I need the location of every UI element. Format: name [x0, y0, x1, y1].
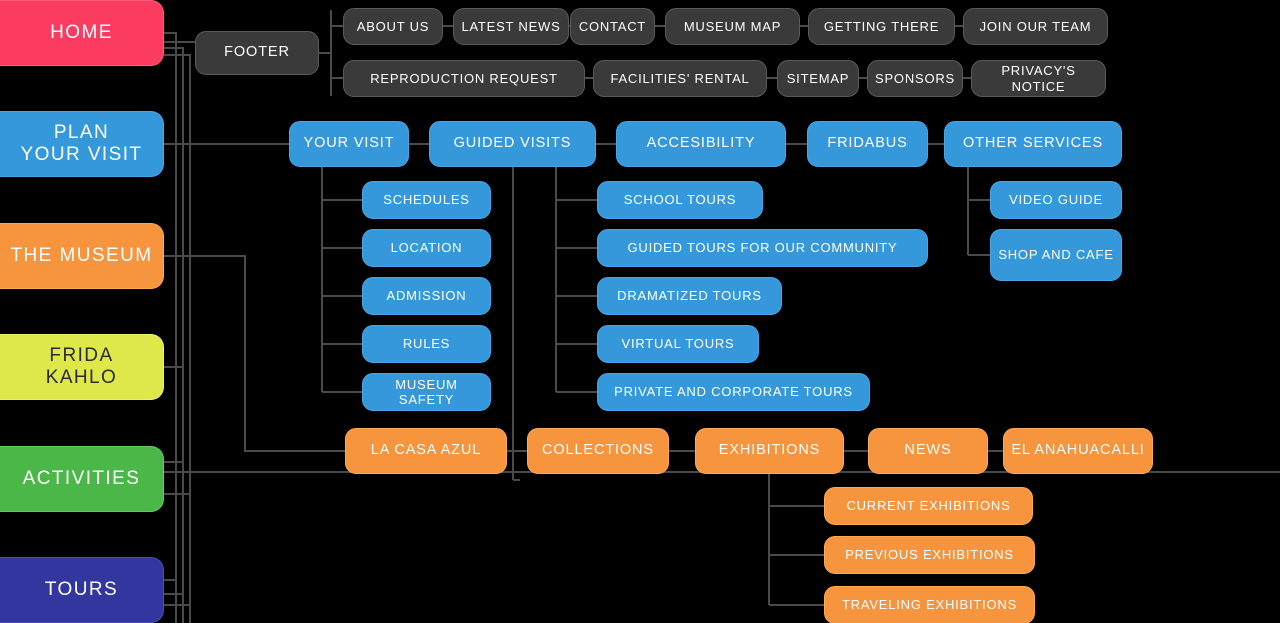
node-location[interactable]: LOCATION: [362, 229, 491, 267]
node-schedules[interactable]: SCHEDULES: [362, 181, 491, 219]
node-rules[interactable]: RULES: [362, 325, 491, 363]
node-sponsors[interactable]: SPONSORS: [867, 60, 963, 97]
node-home[interactable]: HOME: [0, 0, 164, 66]
node-traveling-exhibitions[interactable]: TRAVELING EXHIBITIONS: [824, 586, 1035, 623]
node-latest-news[interactable]: LATEST NEWS: [453, 8, 569, 45]
node-fridabus[interactable]: FRIDABUS: [807, 121, 928, 167]
node-guided-tours-for-our-community[interactable]: GUIDED TOURS FOR OUR COMMUNITY: [597, 229, 928, 267]
node-about-us[interactable]: ABOUT US: [343, 8, 443, 45]
node-getting-there[interactable]: GETTING THERE: [808, 8, 955, 45]
node-shop-and-cafe[interactable]: SHOP AND CAFE: [990, 229, 1122, 281]
node-exhibitions[interactable]: EXHIBITIONS: [695, 428, 844, 474]
node-other-services[interactable]: OTHER SERVICES: [944, 121, 1122, 167]
node-plan-your-visit[interactable]: PLAN YOUR VISIT: [0, 111, 164, 177]
node-your-visit[interactable]: YOUR VISIT: [289, 121, 409, 167]
node-frida-kahlo[interactable]: FRIDA KAHLO: [0, 334, 164, 400]
node-previous-exhibitions[interactable]: PREVIOUS EXHIBITIONS: [824, 536, 1035, 574]
node-collections[interactable]: COLLECTIONS: [527, 428, 669, 474]
node-facilities-rental[interactable]: FACILITIES' RENTAL: [593, 60, 767, 97]
node-museum-map[interactable]: MUSEUM MAP: [665, 8, 800, 45]
node-la-casa-azul[interactable]: LA CASA AZUL: [345, 428, 507, 474]
node-video-guide[interactable]: VIDEO GUIDE: [990, 181, 1122, 219]
node-guided-visits[interactable]: GUIDED VISITS: [429, 121, 596, 167]
node-el-anahuacalli[interactable]: EL ANAHUACALLI: [1003, 428, 1153, 474]
node-reproduction-request[interactable]: REPRODUCTION REQUEST: [343, 60, 585, 97]
node-activities[interactable]: ACTIVITIES: [0, 446, 164, 512]
node-admission[interactable]: ADMISSION: [362, 277, 491, 315]
node-current-exhibitions[interactable]: CURRENT EXHIBITIONS: [824, 487, 1033, 525]
node-accesibility[interactable]: ACCESIBILITY: [616, 121, 786, 167]
node-privacys-notice[interactable]: PRIVACY'S NOTICE: [971, 60, 1106, 97]
node-footer[interactable]: FOOTER: [195, 31, 319, 75]
node-sitemap[interactable]: SITEMAP: [777, 60, 859, 97]
node-news[interactable]: NEWS: [868, 428, 988, 474]
node-virtual-tours[interactable]: VIRTUAL TOURS: [597, 325, 759, 363]
node-tours[interactable]: TOURS: [0, 557, 164, 623]
node-dramatized-tours[interactable]: DRAMATIZED TOURS: [597, 277, 782, 315]
node-the-museum[interactable]: THE MUSEUM: [0, 223, 164, 289]
node-contact[interactable]: CONTACT: [570, 8, 655, 45]
node-museum-safety[interactable]: MUSEUM SAFETY: [362, 373, 491, 411]
node-join-our-team[interactable]: JOIN OUR TEAM: [963, 8, 1108, 45]
node-school-tours[interactable]: SCHOOL TOURS: [597, 181, 763, 219]
node-private-and-corporate-tours[interactable]: PRIVATE AND CORPORATE TOURS: [597, 373, 870, 411]
